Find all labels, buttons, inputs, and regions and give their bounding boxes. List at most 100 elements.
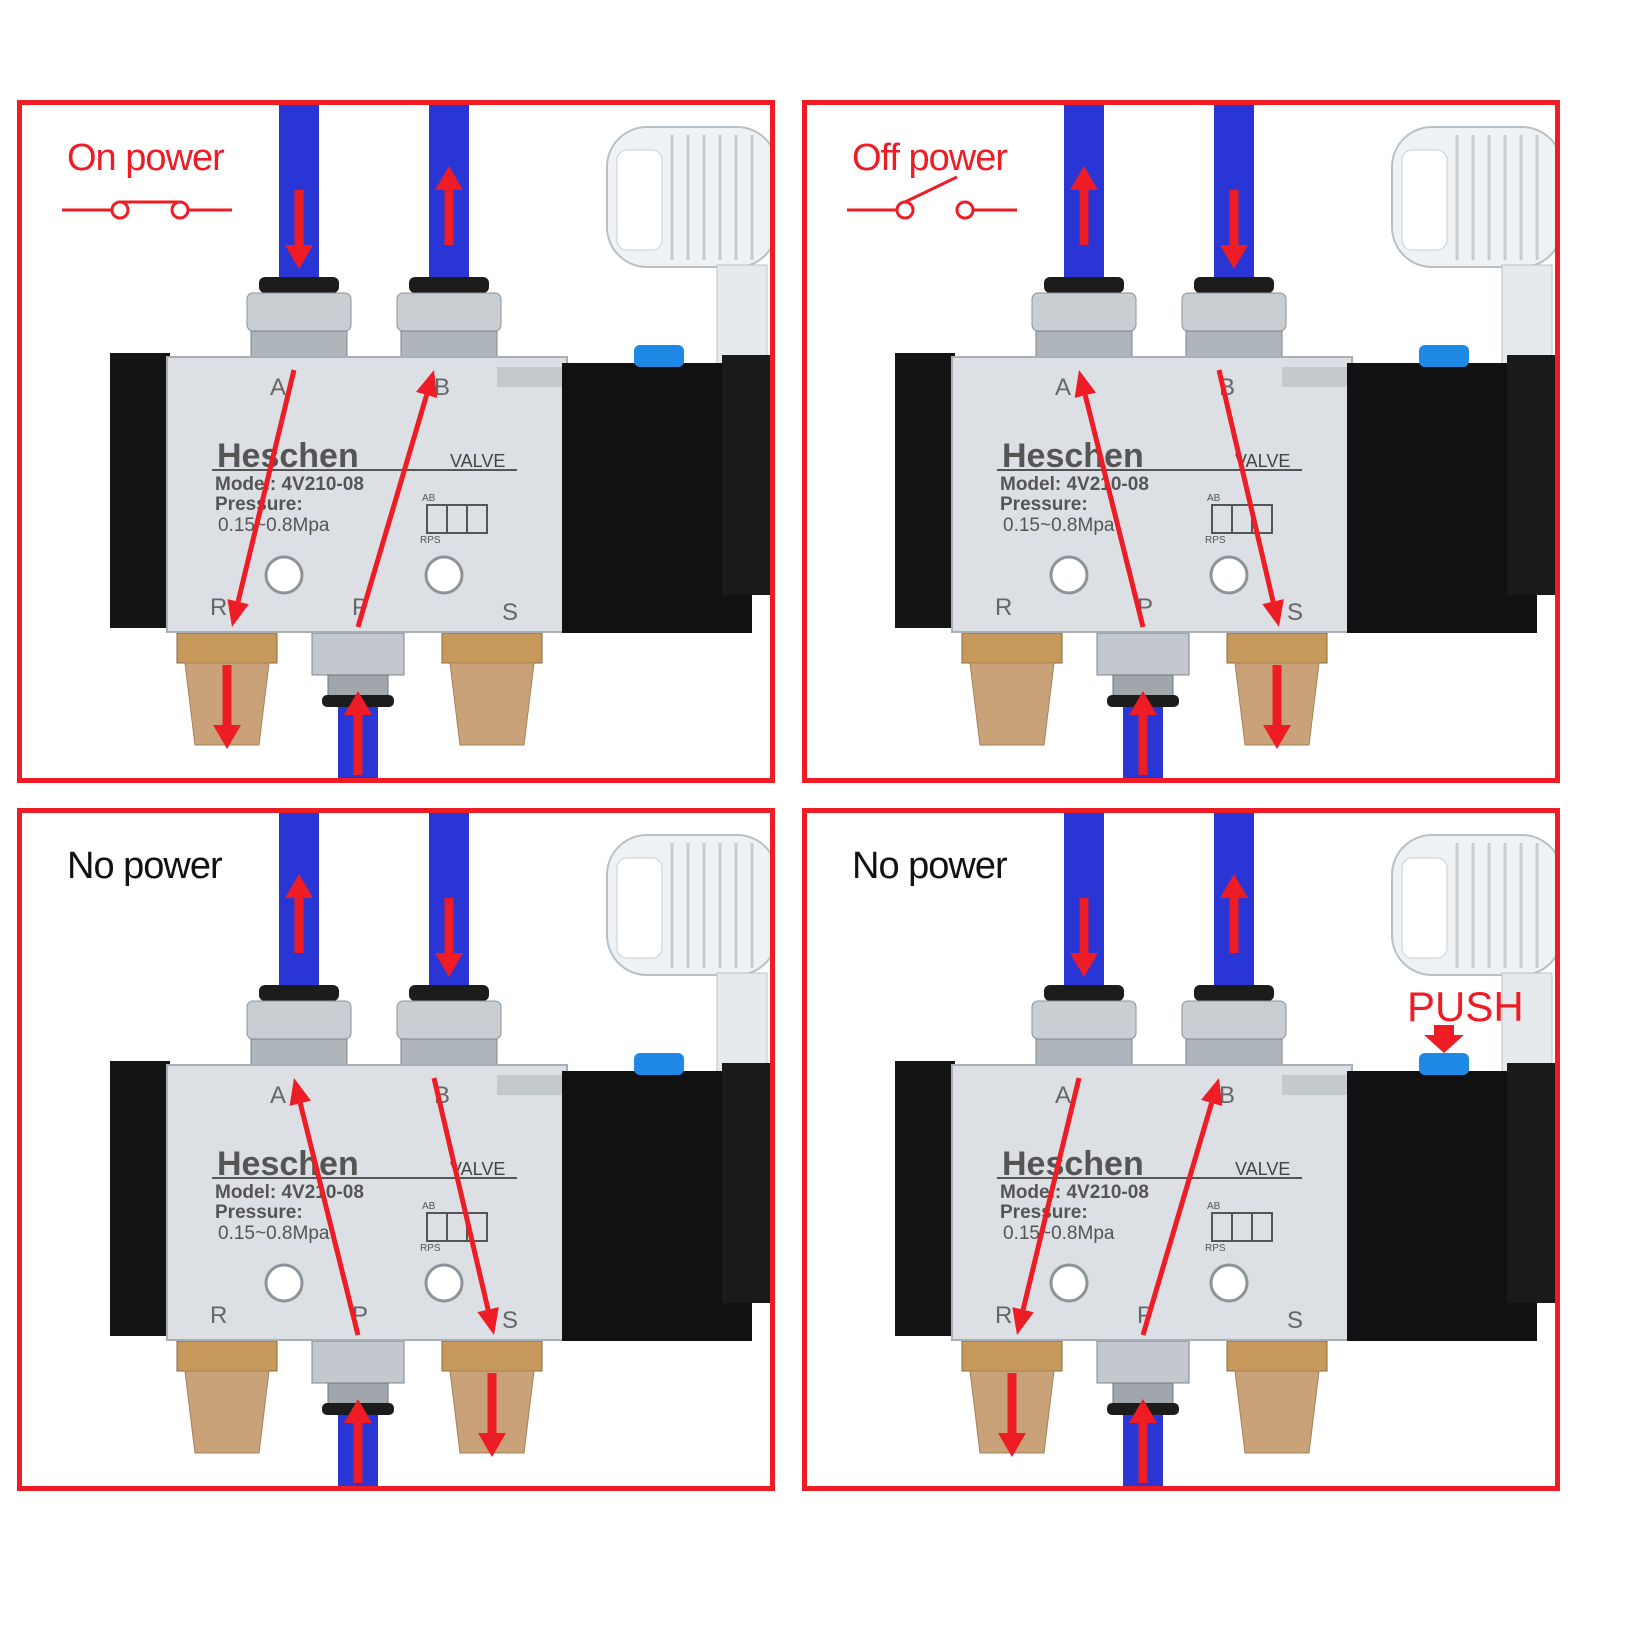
port-label-a: A <box>270 1082 286 1109</box>
tube-b-arrow-head <box>435 953 463 977</box>
coil-connector <box>1391 834 1555 1084</box>
port-label-r: R <box>210 1302 227 1329</box>
valve-model: Model: 4V210-08 <box>215 1182 364 1203</box>
valve-symbol-top: AB <box>1207 493 1221 504</box>
valve-brand: Heschen <box>1002 1145 1144 1183</box>
valve-symbol-bottom: RPS <box>420 1243 441 1254</box>
switch-symbol <box>62 200 232 220</box>
tube-b-arrow-head <box>1220 874 1248 898</box>
coil-connector <box>606 126 770 376</box>
valve-body: Heschen VALVE Model: 4V210-08Pressure:0.15… <box>895 345 1555 633</box>
panel-title: On power <box>67 137 225 179</box>
valve-brand: Heschen <box>1002 437 1144 475</box>
panel-title: No power <box>852 845 1008 887</box>
mufflers <box>176 1340 543 1454</box>
route-arrow-0-head <box>1074 370 1096 398</box>
route-arrow-0-line <box>1082 394 1146 628</box>
valve-type: VALVE <box>1235 1159 1290 1179</box>
valve-pressure-label: Pressure: <box>1000 1202 1088 1223</box>
tube-a-arrow-head <box>1070 166 1098 190</box>
push-arrow-icon <box>1424 1035 1464 1053</box>
valve-diagram: Heschen VALVE Model: 4V210-08Pressure:0.15… <box>847 105 1555 778</box>
valve-body: Heschen VALVE Model: 4V210-08Pressure:0.15… <box>110 1053 770 1341</box>
fittings <box>1031 277 1287 707</box>
inlet-p-arrow-head <box>1129 1399 1157 1423</box>
flow-arrows <box>1070 166 1291 775</box>
valve-pressure-range: 0.15~0.8Mpa <box>218 1223 330 1244</box>
port-label-s: S <box>502 599 518 626</box>
tube-a-arrow-head <box>285 874 313 898</box>
switch-symbol <box>847 175 1017 220</box>
exhaust-arrow-head <box>213 725 241 749</box>
tube-b-arrow-head <box>1220 245 1248 269</box>
valve-pressure-label: Pressure: <box>215 494 303 515</box>
port-label-s: S <box>1287 1307 1303 1334</box>
coil-connector <box>1391 126 1555 376</box>
route-arrow-1-head <box>1262 599 1284 627</box>
valve-type: VALVE <box>450 1159 505 1179</box>
port-label-s: S <box>502 1307 518 1334</box>
fittings <box>246 277 502 707</box>
flow-arrows <box>285 874 506 1483</box>
route-arrow-0-head <box>1012 1307 1034 1335</box>
exhaust-arrow-head <box>478 1433 506 1457</box>
valve-symbol-bottom: RPS <box>1205 1243 1226 1254</box>
route-arrow-0-head <box>227 599 249 627</box>
exhaust-arrow-head <box>1263 725 1291 749</box>
valve-pressure-label: Pressure: <box>1000 494 1088 515</box>
route-arrow-1-head <box>416 370 438 399</box>
route-arrow-1-line <box>1140 1102 1215 1336</box>
inlet-p-arrow-head <box>1129 691 1157 715</box>
valve-pressure-range: 0.15~0.8Mpa <box>1003 515 1115 536</box>
route-arrow-1-line <box>431 1077 491 1311</box>
valve-symbol-bottom: RPS <box>1205 535 1226 546</box>
valve-symbol-top: AB <box>422 1201 436 1212</box>
port-label-r: R <box>210 594 227 621</box>
inlet-p-arrow-head <box>344 1399 372 1423</box>
port-label-a: A <box>1055 1082 1071 1109</box>
push-label: PUSH <box>1407 983 1524 1030</box>
valve-type: VALVE <box>1235 451 1290 471</box>
panel-title: No power <box>67 845 223 887</box>
inlet-p-arrow-head <box>344 691 372 715</box>
valve-symbol-bottom: RPS <box>420 535 441 546</box>
valve-model: Model: 4V210-08 <box>215 474 364 495</box>
route-arrow-1-head <box>1201 1078 1223 1107</box>
valve-model: Model: 4V210-08 <box>1000 474 1149 495</box>
valve-diagram: Heschen VALVE Model: 4V210-08Pressure:0.15… <box>110 813 770 1486</box>
valve-pressure-label: Pressure: <box>215 1202 303 1223</box>
route-arrow-1-line <box>355 394 430 628</box>
tube-a-arrow-head <box>285 245 313 269</box>
route-arrow-0-head <box>289 1078 311 1106</box>
route-arrow-1-head <box>477 1307 499 1335</box>
route-arrow-0-line <box>1020 1077 1082 1311</box>
port-label-b: B <box>1219 1082 1235 1109</box>
tube-b-arrow-head <box>435 166 463 190</box>
valve-pressure-range: 0.15~0.8Mpa <box>1003 1223 1115 1244</box>
tube-a-arrow-head <box>1070 953 1098 977</box>
valve-pressure-range: 0.15~0.8Mpa <box>218 515 330 536</box>
route-arrow-1-line <box>1216 369 1276 603</box>
coil-connector <box>606 834 770 1084</box>
push-arrow-stem <box>1434 1025 1454 1037</box>
valve-symbol-top: AB <box>1207 1201 1221 1212</box>
panel-title: Off power <box>852 137 1008 179</box>
port-label-r: R <box>995 594 1012 621</box>
port-label-r: R <box>995 1302 1012 1329</box>
port-label-a: A <box>270 374 286 401</box>
exhaust-arrow-head <box>998 1433 1026 1457</box>
valve-type: VALVE <box>450 451 505 471</box>
flow-arrows <box>998 874 1248 1483</box>
port-label-a: A <box>1055 374 1071 401</box>
port-label-b: B <box>434 374 450 401</box>
route-arrow-0-line <box>297 1102 361 1336</box>
valve-symbol-top: AB <box>422 493 436 504</box>
valve-brand: Heschen <box>217 1145 359 1183</box>
